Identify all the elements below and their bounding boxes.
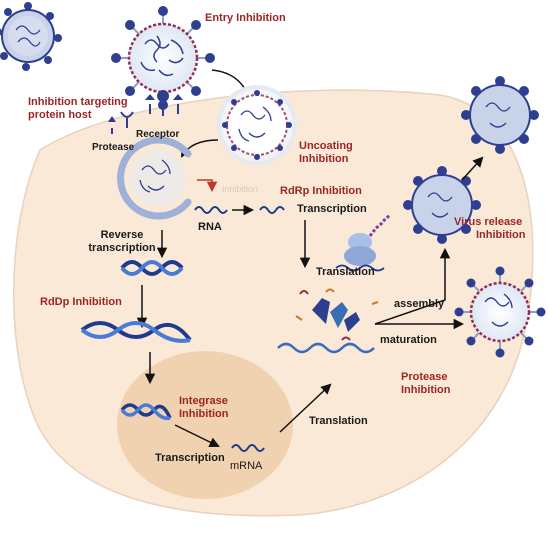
label-protease-inh-2: Inhibition <box>401 384 451 396</box>
label-transcription-top: Transcription <box>297 203 367 215</box>
label-integrase-1: Integrase <box>179 395 228 407</box>
label-virus-release-2: Inhibition <box>476 229 526 241</box>
label-uncoating-2: Inhibition <box>299 153 349 165</box>
label-rna: RNA <box>198 221 222 233</box>
dna-helix-2 <box>80 321 192 343</box>
label-maturation: maturation <box>380 334 437 346</box>
arrow-assembly-line <box>374 247 451 325</box>
uncoating-vesicle <box>217 85 297 165</box>
virus-particle-release <box>403 166 481 244</box>
label-translation-top: Translation <box>316 266 375 278</box>
virus-particle-mature <box>454 266 546 358</box>
virus-particle-entry <box>111 6 215 110</box>
label-protease: Protease <box>92 142 135 153</box>
label-inhibition-targeting-1: Inhibition targeting <box>28 96 128 108</box>
label-reverse-1: Reverse <box>100 229 144 241</box>
label-integrase-2: Inhibition <box>179 408 229 420</box>
virus-particle-released <box>461 76 539 154</box>
arrow-inhibition-red <box>197 179 218 193</box>
label-reverse-2: transcription <box>88 242 156 254</box>
virus-particle-top-left <box>0 2 62 71</box>
rna-strand-1 <box>194 206 228 214</box>
receptor-icons <box>108 90 183 134</box>
faint-inhibition-text: Inhibition <box>222 184 258 194</box>
label-mrna: mRNA <box>230 460 263 472</box>
dna-helix-3 <box>120 403 172 421</box>
label-transcription-bottom: Transcription <box>155 452 225 464</box>
arrow-virus-release <box>461 156 484 181</box>
arrow-transcription-nucleus <box>174 424 220 448</box>
polyprotein-strand <box>277 342 375 354</box>
dna-helix-1 <box>120 260 184 276</box>
label-receptor: Receptor <box>136 129 180 140</box>
label-rdrp-inhibition: RdRp Inhibition <box>280 185 362 197</box>
label-protease-inh-1: Protease <box>401 371 448 383</box>
label-entry-inhibition: Entry Inhibition <box>205 12 286 24</box>
released-capsid <box>117 136 192 220</box>
label-rddp-inhibition: RdDp Inhibition <box>40 296 122 308</box>
rna-strand-2 <box>259 206 285 214</box>
label-assembly: assembly <box>394 298 445 310</box>
label-uncoating-1: Uncoating <box>299 140 353 152</box>
arrow-translation-bottom <box>279 383 332 433</box>
nucleus <box>117 351 293 499</box>
label-virus-release-1: Virus release <box>454 216 523 228</box>
label-translation-bottom: Translation <box>309 415 368 427</box>
ribosome <box>335 213 392 272</box>
viral-proteins <box>295 288 379 341</box>
mrna-strand <box>231 444 265 452</box>
label-inhibition-targeting-2: protein host <box>28 109 92 121</box>
